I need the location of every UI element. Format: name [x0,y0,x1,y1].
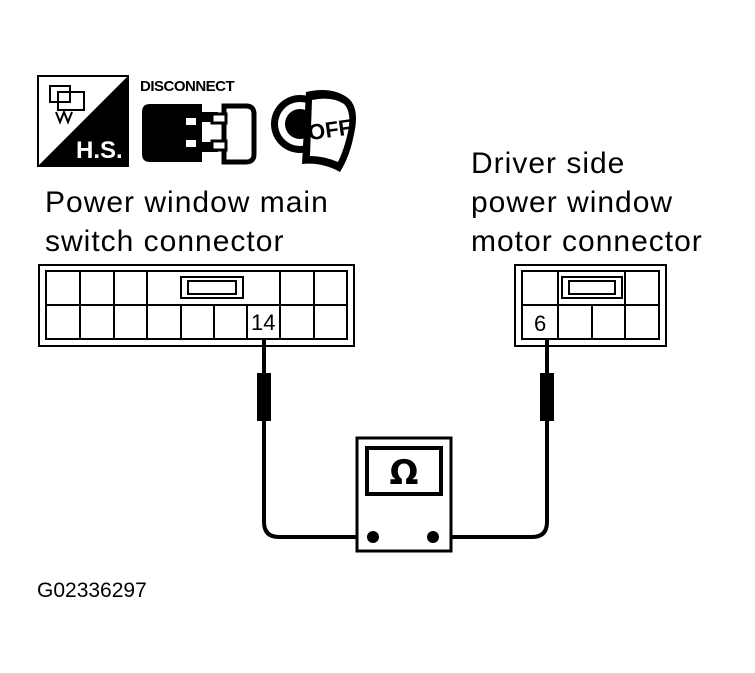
ohmmeter-probe-terminal-right [427,531,439,543]
hs-label: H.S. [76,137,123,164]
main-switch-pin-14: 14 [251,310,275,335]
test-lead-right [433,338,554,539]
left-connector-label-line2: switch connector [45,225,284,258]
right-connector-label-line3: motor connector [471,225,703,258]
off-label: OFF [306,114,353,145]
window-motor-connector: 6 [514,264,667,347]
test-lead-left [257,338,373,539]
ignition-key-off-icon: OFF [271,90,356,172]
motor-connector-pin-6: 6 [534,311,546,336]
ohm-symbol-icon: Ω [390,453,419,493]
right-connector-label-line1: Driver side [471,147,625,180]
disconnect-label: DISCONNECT [140,78,235,95]
figure-code: G02336297 [37,579,147,602]
ohmmeter-probe-terminal-left [367,531,379,543]
ohmmeter: Ω [355,436,453,553]
left-connector-label-line1: Power window main [45,186,329,219]
disconnect-icon: DISCONNECT [140,78,257,165]
harness-service-icon: H.S. [37,75,129,167]
right-connector-label-line2: power window [471,186,673,219]
main-switch-connector: 14 [38,264,355,347]
